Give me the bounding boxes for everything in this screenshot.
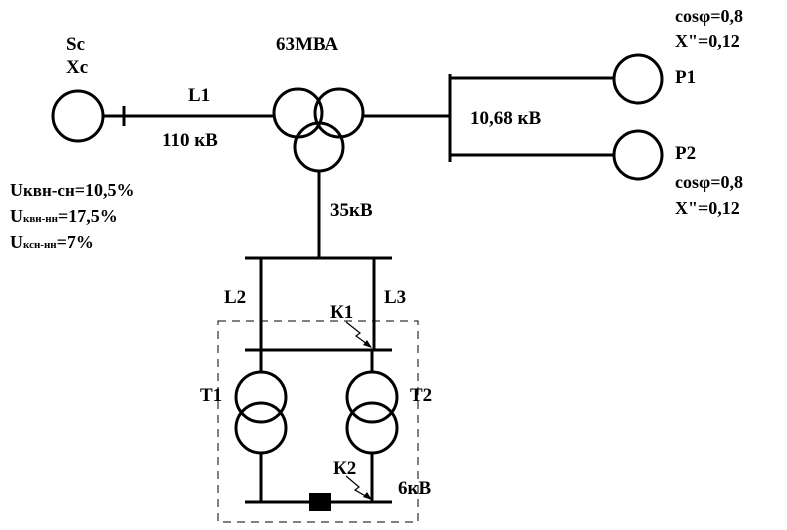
p1-x: X"=0,12 bbox=[675, 31, 740, 51]
p2-x: X"=0,12 bbox=[675, 198, 740, 218]
line-l1-label: L1 bbox=[188, 85, 210, 106]
uk-hv-lv: Uквн-нн=17,5% bbox=[10, 206, 118, 226]
generator-p1 bbox=[612, 53, 664, 105]
bus-35kv-voltage: 35кВ bbox=[330, 200, 373, 221]
line-l1-voltage: 110 кВ bbox=[162, 130, 218, 151]
p2-label: P2 bbox=[675, 143, 696, 164]
line-l3-label: L3 bbox=[384, 287, 406, 308]
p2-cos: cosφ=0,8 bbox=[675, 172, 743, 192]
three-winding-transformer bbox=[272, 87, 450, 258]
t1-label: T1 bbox=[200, 385, 222, 406]
source-label-xc: Xc bbox=[66, 57, 88, 78]
transformer-t2 bbox=[345, 350, 399, 502]
bus-10kv-voltage: 10,68 кВ bbox=[470, 108, 541, 129]
fault-k2-label: К2 bbox=[333, 458, 356, 479]
sectional-breaker bbox=[309, 493, 331, 511]
p1-label: P1 bbox=[675, 67, 696, 88]
source-symbol bbox=[51, 89, 275, 143]
uk-mv-lv: Uксн-нн=7% bbox=[10, 232, 94, 252]
fault-k1-arrow-icon bbox=[345, 321, 372, 348]
fault-k1-label: К1 bbox=[330, 302, 353, 323]
t2-label: T2 bbox=[410, 385, 432, 406]
bus-10kv bbox=[448, 74, 614, 162]
generator-p2 bbox=[612, 129, 664, 181]
fault-k2-arrow-icon bbox=[345, 475, 372, 500]
line-l2-label: L2 bbox=[224, 287, 246, 308]
substation-boundary bbox=[217, 320, 419, 523]
bus-6kv-voltage: 6кВ bbox=[398, 478, 431, 499]
p1-cos: cosφ=0,8 bbox=[675, 6, 743, 26]
uk-hv-mv: Uквн-сн=10,5% bbox=[10, 180, 135, 200]
transformer-rating: 63МВА bbox=[276, 34, 338, 55]
transformer-t1 bbox=[234, 350, 288, 502]
source-label-sc: Sc bbox=[66, 34, 85, 55]
